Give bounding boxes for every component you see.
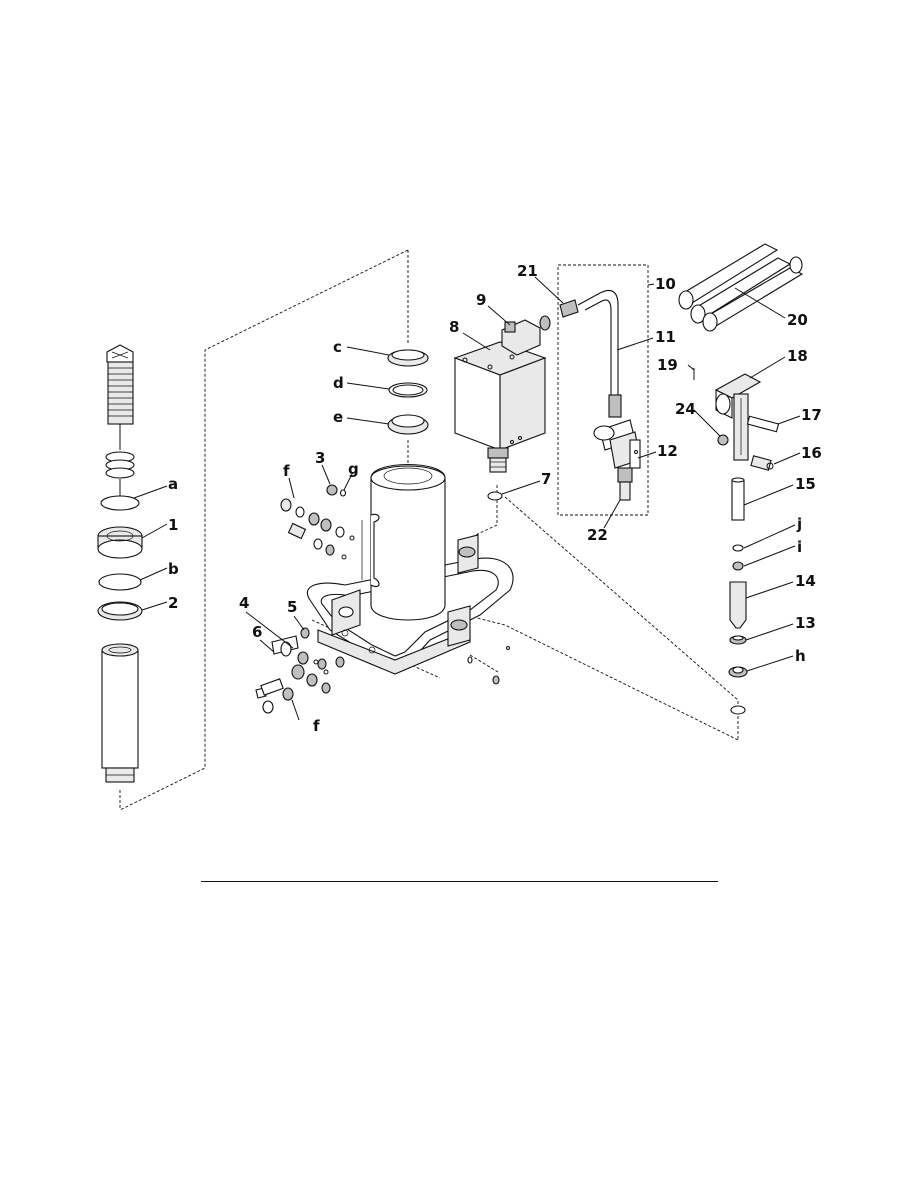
callout-15: 15 bbox=[795, 475, 816, 493]
ring-b bbox=[98, 573, 142, 591]
callout-5: 5 bbox=[287, 598, 297, 616]
callout-f-bottom: f bbox=[313, 717, 320, 735]
callout-12: 12 bbox=[657, 442, 678, 460]
callout-14: 14 bbox=[795, 572, 816, 590]
callout-f-top: f bbox=[283, 462, 290, 480]
callout-9: 9 bbox=[476, 291, 486, 309]
callout-20: 20 bbox=[787, 311, 808, 329]
callout-19: 19 bbox=[657, 356, 678, 374]
callout-18: 18 bbox=[787, 347, 808, 365]
callout-leader-lines bbox=[133, 276, 801, 721]
callout-16: 16 bbox=[801, 444, 822, 462]
callout-17: 17 bbox=[801, 406, 822, 424]
callout-4: 4 bbox=[239, 594, 249, 612]
callout-10: 10 bbox=[655, 275, 676, 293]
callout-g: g bbox=[348, 460, 359, 478]
hydraulic-hose bbox=[559, 289, 641, 501]
callout-h: h bbox=[795, 647, 806, 665]
power-pump-unit bbox=[453, 315, 551, 501]
ring-a bbox=[100, 495, 140, 511]
callout-7: 7 bbox=[541, 470, 551, 488]
page-divider-rule bbox=[201, 881, 718, 882]
callout-d: d bbox=[333, 374, 344, 392]
top-nut bbox=[97, 526, 143, 559]
callout-a: a bbox=[168, 475, 178, 493]
callout-6: 6 bbox=[252, 623, 262, 641]
pump-plunger-parts bbox=[728, 477, 748, 715]
callout-22: 22 bbox=[587, 526, 608, 544]
pump-handle-parts bbox=[678, 243, 804, 471]
ram-assembly bbox=[97, 344, 143, 783]
callout-e: e bbox=[333, 408, 343, 426]
callout-2: 2 bbox=[168, 594, 178, 612]
callout-8: 8 bbox=[449, 318, 459, 336]
callout-labels: a 1 b 2 c d e 3 g f f 4 5 6 7 8 9 21 10 … bbox=[168, 262, 822, 735]
release-valve-fittings bbox=[255, 484, 510, 714]
callout-24: 24 bbox=[675, 400, 696, 418]
callout-j: j bbox=[796, 515, 802, 533]
return-spring bbox=[105, 451, 135, 479]
callout-1: 1 bbox=[168, 516, 178, 534]
callout-13: 13 bbox=[795, 614, 816, 632]
seal-rings bbox=[387, 349, 429, 435]
callout-21: 21 bbox=[517, 262, 538, 280]
ram-cylinder bbox=[101, 643, 139, 783]
callout-i: i bbox=[797, 538, 802, 556]
callout-11: 11 bbox=[655, 328, 676, 346]
callout-c: c bbox=[333, 338, 342, 356]
callout-b: b bbox=[168, 560, 179, 578]
jack-base-frame bbox=[306, 464, 514, 675]
callout-3: 3 bbox=[315, 449, 325, 467]
